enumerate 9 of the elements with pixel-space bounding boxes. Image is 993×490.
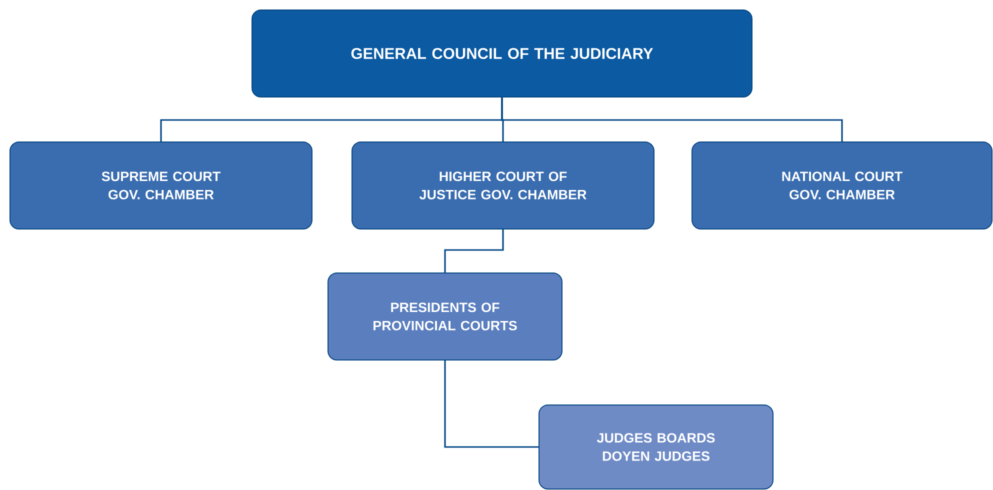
connector-line <box>501 98 843 142</box>
org-box: HIGHER COURT OF JUSTICE GOV. CHAMBER <box>352 142 654 230</box>
org-box: NATIONAL COURT GOV. CHAMBER <box>692 142 992 230</box>
connector-line <box>444 230 504 272</box>
org-box: SUPREME COURT GOV. CHAMBER <box>10 142 312 230</box>
org-box: JUDGES BOARDS DOYEN JUDGES <box>538 404 774 490</box>
org-box: PRESIDENTS OF PROVINCIAL COURTS <box>328 272 562 360</box>
org-box: GENERAL COUNCIL OF THE JUDICIARY <box>252 10 752 98</box>
connector-line <box>444 360 538 448</box>
